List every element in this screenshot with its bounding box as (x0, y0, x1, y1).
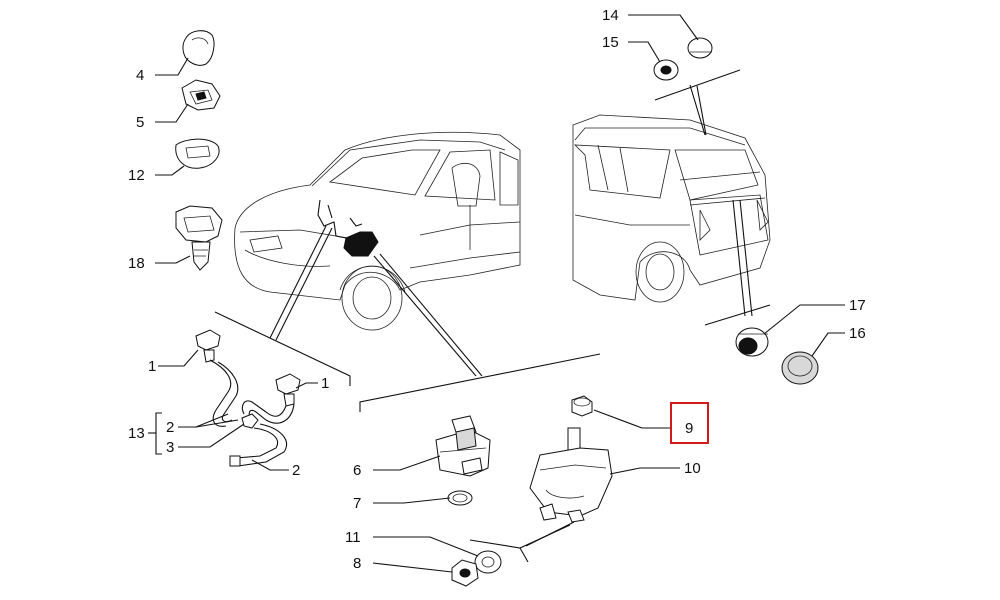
callout-15: 15 (602, 34, 619, 51)
part-15-grommet (653, 59, 679, 81)
rear-car-illustration (572, 114, 771, 303)
part-17-plug (735, 327, 769, 357)
callout-labels: 4 5 12 18 14 15 17 16 1 1 13 2 3 2 6 7 1… (128, 7, 866, 572)
part-7-washer-ring (447, 490, 473, 506)
callout-6: 6 (353, 462, 361, 479)
part-11-washer (474, 550, 502, 574)
callout-17: 17 (849, 297, 866, 314)
callout-12: 12 (128, 167, 145, 184)
callout-18: 18 (128, 255, 145, 272)
part-14-cap (687, 37, 713, 59)
leader-lines (148, 14, 845, 573)
part-8-nut (451, 559, 479, 587)
washer-hoses-group (195, 329, 301, 467)
callout-11: 11 (345, 529, 361, 546)
part-16-cap (781, 351, 819, 385)
part-6-pump (435, 415, 491, 477)
callout-4: 4 (136, 67, 144, 84)
callout-8: 8 (353, 555, 361, 572)
part-10-reservoir (529, 427, 613, 523)
callout-3: 3 (166, 439, 174, 456)
part-12-clip (175, 138, 220, 169)
callout-1-right: 1 (321, 375, 329, 392)
part-5-clip (181, 79, 221, 111)
front-car-illustration (234, 131, 521, 331)
part-18-push-clip (175, 205, 223, 271)
callout-10: 10 (684, 460, 701, 477)
callout-5: 5 (136, 114, 144, 131)
callout-16: 16 (849, 325, 866, 342)
callout-2-upper: 2 (166, 419, 174, 436)
callout-7: 7 (353, 495, 361, 512)
callout-9: 9 (685, 420, 693, 437)
callout-13: 13 (128, 425, 145, 442)
part-9-highlight-box (670, 402, 709, 444)
part-9-cap (571, 395, 593, 417)
part-4-grommet (182, 30, 215, 66)
callout-2-lower: 2 (292, 462, 300, 479)
callout-14: 14 (602, 7, 619, 24)
callout-1-left: 1 (148, 358, 156, 375)
